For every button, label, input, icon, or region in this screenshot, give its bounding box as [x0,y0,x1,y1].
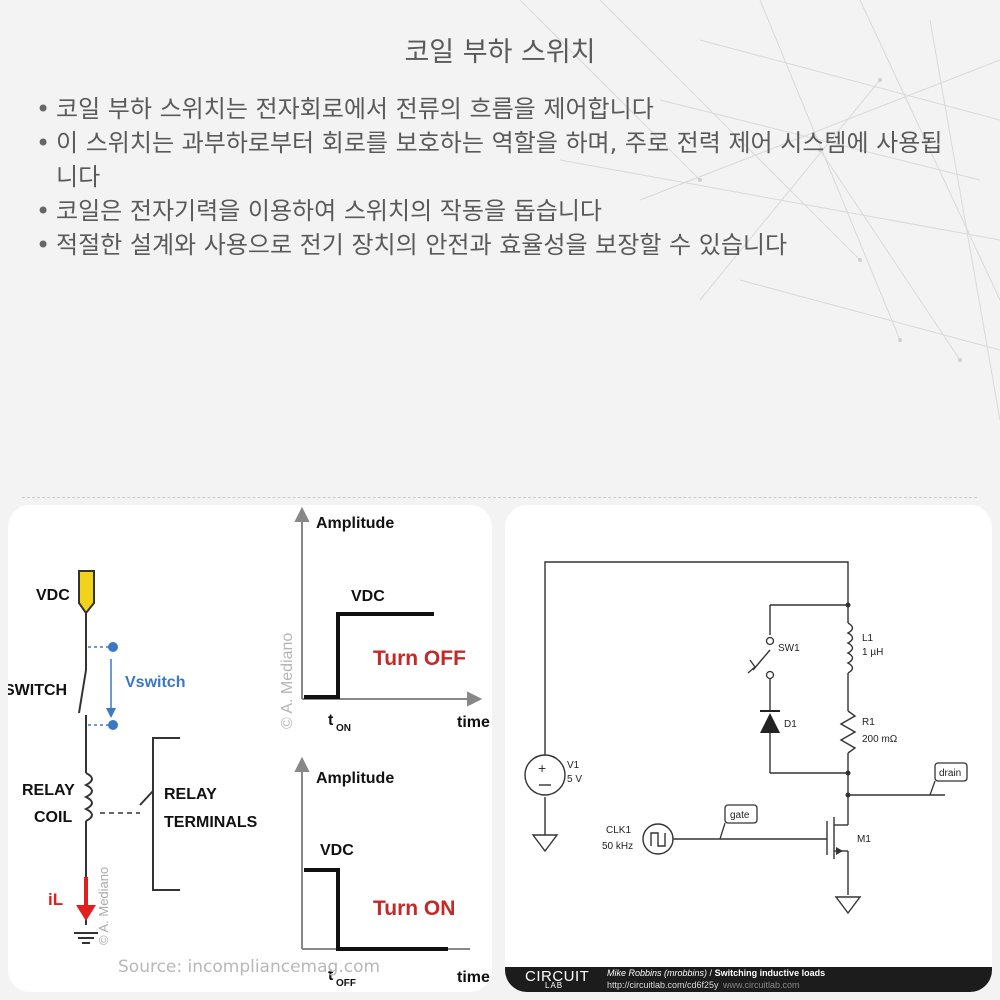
d1-label: D1 [784,719,797,730]
top-plot-xlabel: time [457,714,490,731]
gate-tag: gate [730,810,750,821]
circuitlab-site[interactable]: www.circuitlab.com [723,980,800,990]
bullet-item: 이 스위치는 과부하로부터 회로를 보호하는 역할을 하며, 주로 전력 제어 … [36,126,956,194]
current-label: iL [48,890,63,909]
bottom-plot-level: VDC [320,842,354,859]
bullet-item: 코일은 전자기력을 이용하여 스위치의 작동을 돕습니다 [36,194,956,228]
circuitlab-logo-sub: LAB [545,981,564,990]
circuitlab-logo: CIRCUIT [525,968,590,985]
bottom-plot-xlabel: time [457,969,490,986]
relay-coil-label-2: COIL [34,809,72,826]
top-plot-t-sub: ON [336,723,351,734]
credit-title: Switching inductive loads [714,968,826,978]
bottom-plot-caption: Turn ON [373,897,455,920]
v1-label: V1 [567,760,580,771]
bullet-item: 적절한 설계와 사용으로 전기 장치의 안전과 효율성을 보장할 수 있습니다 [36,228,956,262]
copyright-label: © A. Mediano [96,867,111,945]
switch-label: SWITCH [8,682,67,699]
credit-author: Mike Robbins (mrobbins) [607,968,708,978]
vdc-label: VDC [36,587,70,604]
clk1-value: 50 kHz [602,841,633,852]
bullet-list: 코일 부하 스위치는 전자회로에서 전류의 흐름을 제어합니다 이 스위치는 과… [36,92,956,262]
drain-tag: drain [939,768,961,779]
r1-label: R1 [862,717,875,728]
section-divider [22,497,977,498]
plus-sign-icon: + [538,760,546,776]
slide-title: 코일 부하 스위치 [404,37,596,68]
top-plot-caption: Turn OFF [373,647,466,670]
plot-copyright-label: © A. Mediano [279,633,296,729]
clk1-label: CLK1 [606,825,631,836]
bottom-plot-t-sub: OFF [336,978,356,989]
circuitlab-footer: CIRCUIT LAB Mike Robbins (mrobbins) / Sw… [505,967,992,992]
circuit-url[interactable]: http://circuitlab.com/cd6f25y [607,980,719,990]
relay-diagram-card: VDC SWITCH Vswitch RELAY COIL RELAY TERM… [8,505,492,992]
v1-value: 5 V [567,774,582,785]
credit-separator: / [707,968,715,978]
l1-value: 1 µH [862,647,883,658]
relay-coil-label-1: RELAY [22,782,75,799]
bottom-plot-t-label: t [328,967,334,984]
top-plot-level: VDC [351,588,385,605]
bottom-plot-ylabel: Amplitude [316,770,394,787]
image-source: Source: incompliancemag.com [118,957,381,977]
l1-label: L1 [862,633,874,644]
inductive-load-circuit: + V1 5 V SW1 L1 1 µH D1 R1 200 mΩ drain … [524,561,968,915]
circuit-credit: Mike Robbins (mrobbins) / Switching indu… [607,968,825,978]
relay-switch-diagram: VDC SWITCH Vswitch RELAY COIL RELAY TERM… [8,506,490,989]
r1-value: 200 mΩ [862,734,898,745]
circuit-diagram-card: + V1 5 V SW1 L1 1 µH D1 R1 200 mΩ drain … [505,505,992,992]
relay-terminals-label-2: TERMINALS [164,814,258,831]
vswitch-label: Vswitch [125,674,185,691]
relay-terminals-label-1: RELAY [164,786,217,803]
m1-label: M1 [857,834,871,845]
top-plot-ylabel: Amplitude [316,515,394,532]
top-plot-t-label: t [328,712,334,729]
sw1-label: SW1 [778,643,800,654]
bullet-item: 코일 부하 스위치는 전자회로에서 전류의 흐름을 제어합니다 [36,92,956,126]
